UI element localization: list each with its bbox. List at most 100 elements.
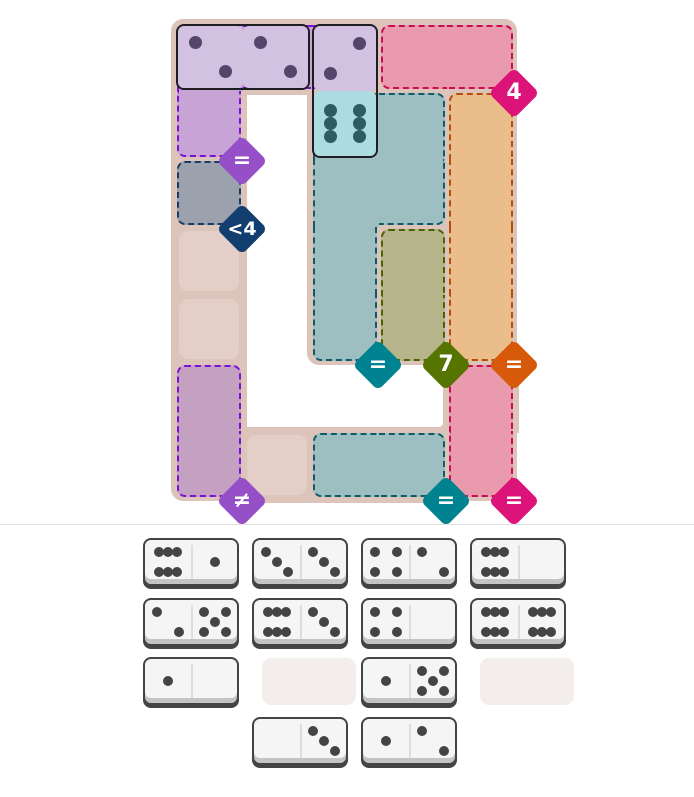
region-constraint-badge: =: [351, 338, 405, 392]
pip: [391, 627, 402, 638]
pip: [537, 606, 547, 617]
pip: [428, 676, 438, 686]
domino-half: [314, 26, 376, 91]
domino-divider: [300, 545, 302, 579]
pip: [329, 627, 340, 638]
domino-half: [254, 540, 300, 584]
region-cell[interactable]: [381, 25, 447, 89]
pip: [381, 676, 391, 686]
pip: [352, 130, 366, 143]
pip: [352, 37, 366, 51]
domino-half: [314, 91, 376, 156]
region-cell[interactable]: [177, 365, 241, 431]
pip: [281, 606, 292, 617]
board-cell[interactable]: [247, 435, 307, 495]
pip: [438, 567, 449, 578]
pip: [172, 546, 183, 557]
region-constraint-badge: 7: [419, 338, 473, 392]
pip: [438, 686, 449, 697]
pip: [319, 557, 329, 567]
tray-domino[interactable]: [361, 657, 457, 705]
pip: [417, 725, 428, 736]
constraint-label: 7: [438, 352, 454, 377]
pip: [546, 606, 557, 617]
domino-half: [254, 719, 300, 763]
pip: [527, 627, 538, 638]
pip: [308, 606, 319, 617]
region-cell[interactable]: [379, 93, 445, 159]
domino-half: [178, 26, 244, 88]
region-constraint-badge: =: [215, 134, 269, 188]
pip: [324, 66, 338, 80]
pip: [210, 557, 220, 567]
tray-domino[interactable]: [470, 538, 566, 586]
pip: [210, 617, 220, 627]
tray-domino[interactable]: [252, 598, 348, 646]
tray-domino[interactable]: [143, 598, 239, 646]
region-cell[interactable]: [313, 433, 379, 497]
constraint-label: 4: [506, 80, 522, 105]
pip: [480, 627, 491, 638]
domino-divider: [409, 724, 411, 758]
tray-domino[interactable]: [143, 538, 239, 586]
pip: [324, 130, 338, 143]
pip: [370, 567, 381, 578]
region-cell[interactable]: [449, 227, 513, 295]
domino-half: [363, 600, 409, 644]
pip: [546, 627, 557, 638]
pip: [282, 567, 293, 578]
constraint-label: =: [232, 148, 252, 173]
tray-domino[interactable]: [361, 538, 457, 586]
region-cell[interactable]: [379, 159, 445, 225]
pip: [499, 567, 510, 578]
pip: [329, 746, 340, 757]
board-cell[interactable]: [179, 299, 239, 359]
pip: [152, 606, 163, 617]
pip: [163, 676, 173, 686]
pip: [370, 606, 381, 617]
pip: [324, 117, 338, 130]
region-cell[interactable]: [449, 159, 513, 227]
pip: [262, 627, 273, 638]
pip: [499, 627, 510, 638]
pip: [163, 546, 173, 557]
pip: [352, 104, 366, 117]
region-constraint-badge: =: [419, 474, 473, 528]
tray-domino[interactable]: [143, 657, 239, 705]
tray-domino[interactable]: [252, 717, 348, 765]
domino-half: [145, 600, 191, 644]
domino-half: [410, 600, 456, 644]
region-cell[interactable]: [381, 229, 445, 295]
pip: [391, 606, 402, 617]
pip: [218, 64, 232, 78]
domino-half: [301, 600, 347, 644]
domino-divider: [409, 664, 411, 698]
pip: [189, 36, 203, 50]
placed-domino[interactable]: [176, 24, 310, 90]
region-cell[interactable]: [313, 227, 377, 295]
pip: [220, 606, 231, 617]
pip: [261, 546, 272, 557]
domino-half: [410, 719, 456, 763]
domino-half: [145, 540, 191, 584]
tray-domino[interactable]: [470, 598, 566, 646]
domino-half: [192, 600, 238, 644]
tray-domino[interactable]: [361, 717, 457, 765]
region-constraint-badge: =: [487, 338, 541, 392]
domino-half: [472, 600, 518, 644]
tray-domino[interactable]: [252, 538, 348, 586]
pip: [490, 546, 500, 557]
domino-half: [363, 719, 409, 763]
placed-domino[interactable]: [312, 24, 378, 158]
tray-domino[interactable]: [361, 598, 457, 646]
pip: [480, 606, 491, 617]
domino-divider: [300, 724, 302, 758]
pip: [308, 725, 319, 736]
pip: [153, 546, 164, 557]
pip: [381, 736, 391, 746]
pip: [173, 627, 184, 638]
region-cell[interactable]: [313, 159, 379, 227]
pip: [199, 606, 210, 617]
pip: [172, 567, 183, 578]
